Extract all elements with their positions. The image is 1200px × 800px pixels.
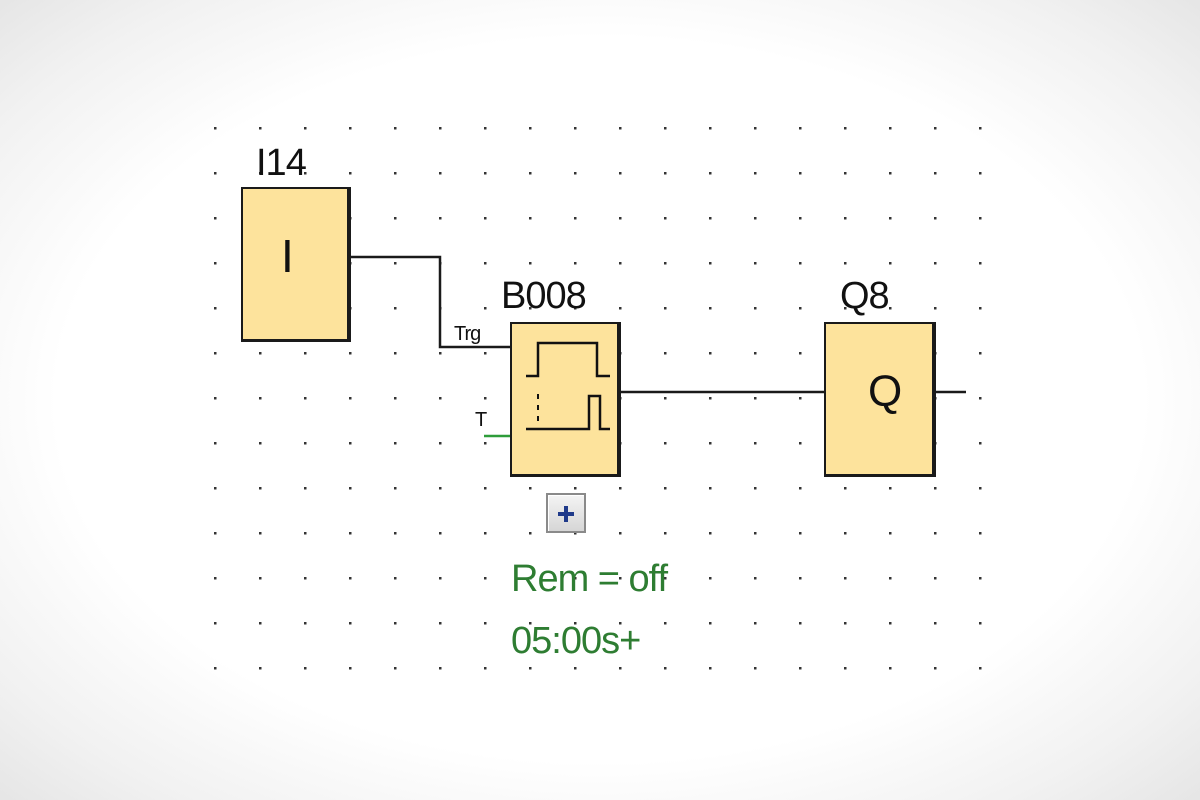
output-block-label: Q8 xyxy=(840,275,890,317)
time-parameter: 05:00s+ xyxy=(511,620,641,662)
wires xyxy=(350,255,966,438)
input-block-label: I14 xyxy=(256,142,307,184)
trigger-pin-label: Trg xyxy=(454,323,481,345)
input-block-i14[interactable]: I xyxy=(241,187,351,342)
output-block-q8[interactable]: Q xyxy=(824,322,936,477)
retentivity-parameter: Rem = off xyxy=(511,558,668,600)
time-pin-label: T xyxy=(475,409,487,431)
pulse-timer-icon xyxy=(526,341,610,431)
function-block-label: B008 xyxy=(501,275,587,317)
input-block-symbol: I xyxy=(281,230,294,282)
expand-parameters-button[interactable] xyxy=(546,493,586,533)
function-block-b008[interactable] xyxy=(510,322,621,477)
output-block-symbol: Q xyxy=(868,367,903,416)
wire-i14-to-trg xyxy=(350,255,512,349)
